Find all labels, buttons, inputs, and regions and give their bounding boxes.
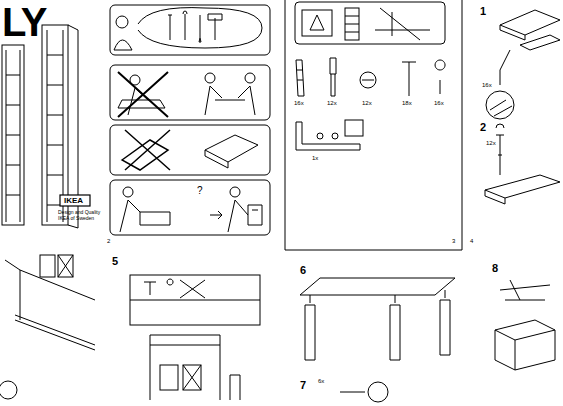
step-number: 6 [300, 265, 306, 276]
step-number: 1 [480, 6, 486, 17]
step-number: 8 [492, 263, 498, 274]
question-mark: ? [197, 186, 203, 196]
quantity-label: 12x [486, 140, 496, 146]
designer-note: Design and Quality [58, 210, 100, 215]
quantity-label: 16x [482, 82, 492, 88]
product-title: LY [2, 2, 45, 42]
step-drawing [485, 10, 560, 204]
step-number: 7 [300, 380, 306, 391]
quantity-label: 1x [312, 155, 318, 161]
step-number: 5 [112, 256, 118, 267]
page-number: 3 [452, 238, 455, 244]
quantity-label: 16x [434, 100, 444, 106]
page-number: 4 [470, 238, 473, 244]
page-number: 2 [107, 238, 110, 244]
hardware-panel [285, 0, 462, 250]
step-number: 2 [480, 122, 486, 133]
quantity-label: 16x [294, 100, 304, 106]
quantity-label: 12x [327, 100, 337, 106]
quantity-label: 18x [402, 100, 412, 106]
logo-box [60, 195, 90, 206]
step-drawing [0, 255, 555, 402]
quantity-label: 12x [362, 100, 372, 106]
brand-logo: IKEA [64, 197, 83, 205]
pictogram-panels [110, 5, 270, 235]
designer-note: IKEA of Sweden [58, 216, 94, 221]
quantity-label: 6x [318, 378, 324, 384]
